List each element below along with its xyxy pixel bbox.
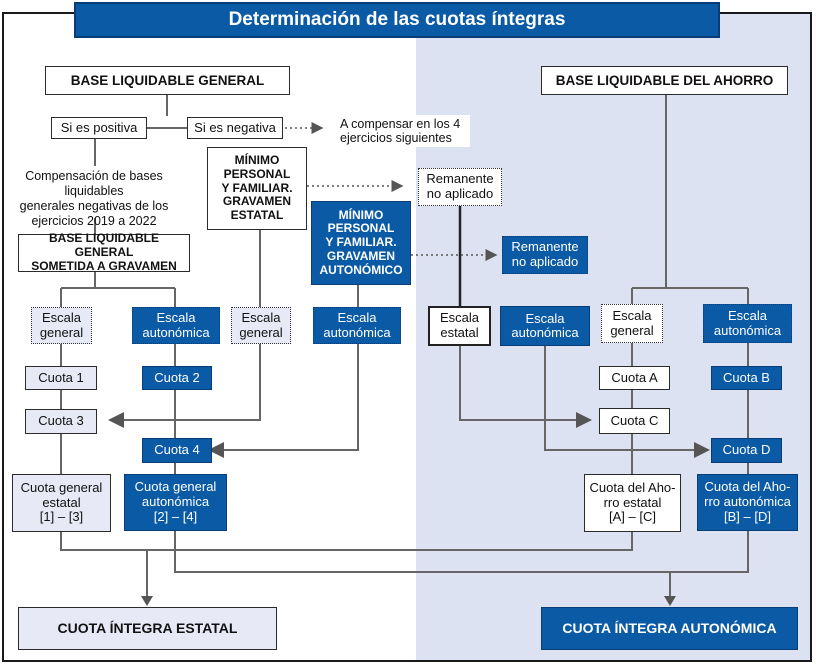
si-es-negativa: Si es negativa: [187, 117, 283, 139]
cuota-general-autonomica: Cuota general autonómica [2] – [4]: [124, 474, 227, 531]
compensation-note: Compensación de bases liquidables genera…: [19, 169, 169, 228]
escala-autonomica-2: Escala autonómica: [313, 307, 401, 344]
escala-general-1: Escala general: [31, 307, 92, 344]
cuota-ahorro-estatal: Cuota del Aho- rro estatal [A] – [C]: [584, 474, 681, 532]
cuota-1: Cuota 1: [25, 366, 97, 390]
arrow-total-estatal: [141, 596, 153, 606]
escala-general-2: Escala general: [231, 307, 291, 344]
arrow-total-autonomica: [664, 596, 676, 606]
line-ahorro-down: [632, 95, 748, 289]
cuota-3: Cuota 3: [25, 409, 97, 434]
minimo-autonomico: MÍNIMO PERSONAL Y FAMILIAR. GRAVAMEN AUT…: [311, 201, 411, 285]
negative-note: A compensar en los 4 ejercicios siguient…: [336, 115, 470, 147]
line-taxed-split: [61, 271, 175, 289]
cuota-general-estatal: Cuota general estatal [1] – [3]: [12, 474, 111, 532]
si-es-positiva: Si es positiva: [51, 117, 147, 139]
line-scale-gen2-cuota3: [108, 343, 261, 428]
line-scale-auto-D: [544, 345, 710, 458]
escala-estatal: Escala estatal: [428, 306, 491, 346]
line-total-estatal: [60, 531, 633, 598]
cuota-2: Cuota 2: [142, 366, 212, 390]
remanente-estatal: Remanente no aplicado: [418, 168, 502, 206]
base-sometida-gravamen: BASE LIQUIDABLE GENERAL SOMETIDA A GRAVA…: [18, 231, 190, 273]
escala-general-ahorro: Escala general: [601, 304, 663, 343]
escala-autonomica-1: Escala autonómica: [132, 307, 220, 344]
cuota-integra-autonomica: CUOTA ÍNTEGRA AUTONÓMICA: [541, 607, 798, 650]
cuota-ahorro-autonomica: Cuota del Aho- rro autonómica [B] – [D]: [697, 474, 798, 531]
base-liquidable-general: BASE LIQUIDABLE GENERAL: [45, 66, 290, 95]
cuota-d: Cuota D: [711, 438, 782, 463]
minimo-estatal: MÍNIMO PERSONAL Y FAMILIAR. GRAVAMEN EST…: [207, 147, 307, 230]
line-scale-auto2-cuota4: [208, 343, 359, 458]
cuota-4: Cuota 4: [142, 438, 212, 463]
line-scale-estatal-C: [459, 346, 592, 428]
base-liquidable-ahorro: BASE LIQUIDABLE DEL AHORRO: [541, 66, 788, 95]
remanente-autonomico: Remanente no aplicado: [502, 236, 588, 274]
escala-autonomica-remanente: Escala autonómica: [500, 306, 590, 346]
escala-autonomica-ahorro: Escala autonómica: [703, 304, 792, 343]
line-total-autonomica: [174, 530, 749, 598]
page-title: Determinación de las cuotas íntegras: [74, 2, 720, 38]
cuota-c: Cuota C: [599, 408, 670, 434]
cuota-a: Cuota A: [599, 366, 670, 390]
cuota-b: Cuota B: [711, 366, 782, 390]
cuota-integra-estatal: CUOTA ÍNTEGRA ESTATAL: [18, 607, 277, 650]
